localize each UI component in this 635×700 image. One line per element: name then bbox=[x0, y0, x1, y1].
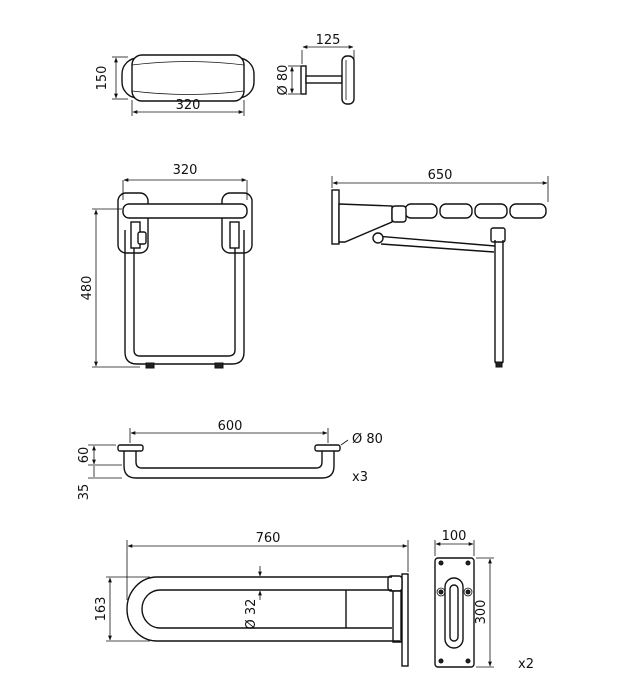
hinged-bar-length-label: 760 bbox=[256, 531, 281, 546]
straight-bar-height-label: 60 bbox=[77, 447, 92, 464]
bracket-diameter-label: Ø 80 bbox=[276, 65, 291, 96]
seat-width-label: 320 bbox=[176, 98, 201, 113]
seat-height-label: 150 bbox=[95, 66, 110, 91]
seat-leg-frame bbox=[124, 230, 245, 365]
folding-seat-front-view: 320 480 bbox=[80, 163, 253, 369]
side-length-label: 650 bbox=[428, 168, 453, 183]
seat-board bbox=[122, 203, 248, 219]
straight-bar-tube bbox=[123, 451, 335, 479]
plate-height-label: 300 bbox=[474, 600, 489, 625]
hinged-bar-outer-tube bbox=[126, 576, 400, 642]
hinged-bar-tube-label: Ø 32 bbox=[244, 599, 259, 630]
hinged-grab-bar: Ø 32 760 163 bbox=[94, 531, 409, 667]
straight-bar-offset-label: 35 bbox=[77, 484, 92, 501]
wall-plate: 100 300 x2 bbox=[434, 529, 534, 672]
front-width-label: 320 bbox=[173, 163, 198, 178]
plate-quantity-label: x2 bbox=[518, 657, 534, 672]
seat-slat bbox=[404, 203, 438, 219]
plate-width-label: 100 bbox=[442, 529, 467, 544]
side-leg bbox=[494, 240, 504, 366]
bracket-width-label: 125 bbox=[316, 33, 341, 48]
mounting-hole bbox=[438, 560, 444, 566]
straight-bar-quantity-label: x3 bbox=[352, 470, 368, 485]
straight-bar-length-label: 600 bbox=[218, 419, 243, 434]
straight-bar-diameter-label: Ø 80 bbox=[352, 432, 383, 447]
front-height-label: 480 bbox=[80, 276, 95, 301]
seat-top-view: 150 320 bbox=[95, 54, 255, 116]
seat-bracket-side-view: 125 Ø 80 bbox=[276, 33, 355, 105]
hinged-bar-height-label: 163 bbox=[94, 597, 109, 622]
folding-seat-side-view: 650 bbox=[331, 168, 549, 368]
straight-grab-bar: 600 Ø 80 x3 60 35 bbox=[77, 419, 383, 500]
